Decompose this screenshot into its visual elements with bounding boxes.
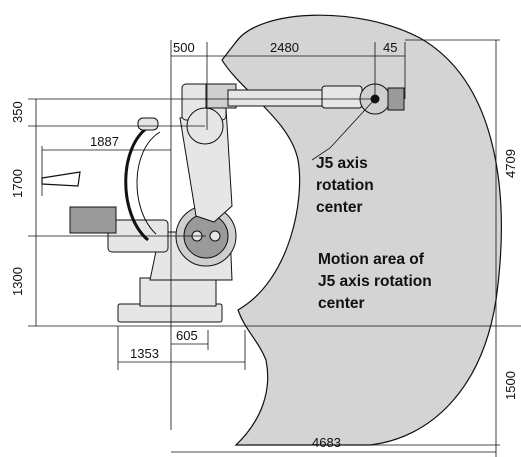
dim-bottom-4683: 4683 <box>312 435 341 450</box>
dim-top-45: 45 <box>383 40 397 55</box>
dim-right-1500: 1500 <box>503 371 518 400</box>
dim-top-2480: 2480 <box>270 40 299 55</box>
dim-bottom-605: 605 <box>176 328 198 343</box>
dim-bottom-1353: 1353 <box>130 346 159 361</box>
motion-label-line1: Motion area of <box>318 251 425 268</box>
dim-top-500: 500 <box>173 40 195 55</box>
robot-upper-arm <box>227 89 331 107</box>
j5-label-line3: center <box>316 199 363 216</box>
motion-label-line3: center <box>318 295 365 312</box>
robot-link-arm <box>124 124 151 242</box>
robot-motor-block <box>69 206 117 234</box>
dim-left-1700: 1700 <box>10 169 25 198</box>
robot-base-block <box>139 277 217 307</box>
robot-base-plate <box>117 303 223 323</box>
dim-reach-1887: 1887 <box>90 134 119 149</box>
dim-right-4709: 4709 <box>503 149 518 178</box>
dimension-lines <box>28 39 521 457</box>
dim-left-350: 350 <box>10 101 25 123</box>
motion-area-shape <box>221 14 502 446</box>
robot-pointer <box>41 171 81 187</box>
motion-label-line2: J5 axis rotation <box>318 273 432 290</box>
j5-label-line2: rotation <box>316 177 374 194</box>
dim-left-1300: 1300 <box>10 267 25 296</box>
j5-label-line1: J5 axis <box>316 155 368 172</box>
